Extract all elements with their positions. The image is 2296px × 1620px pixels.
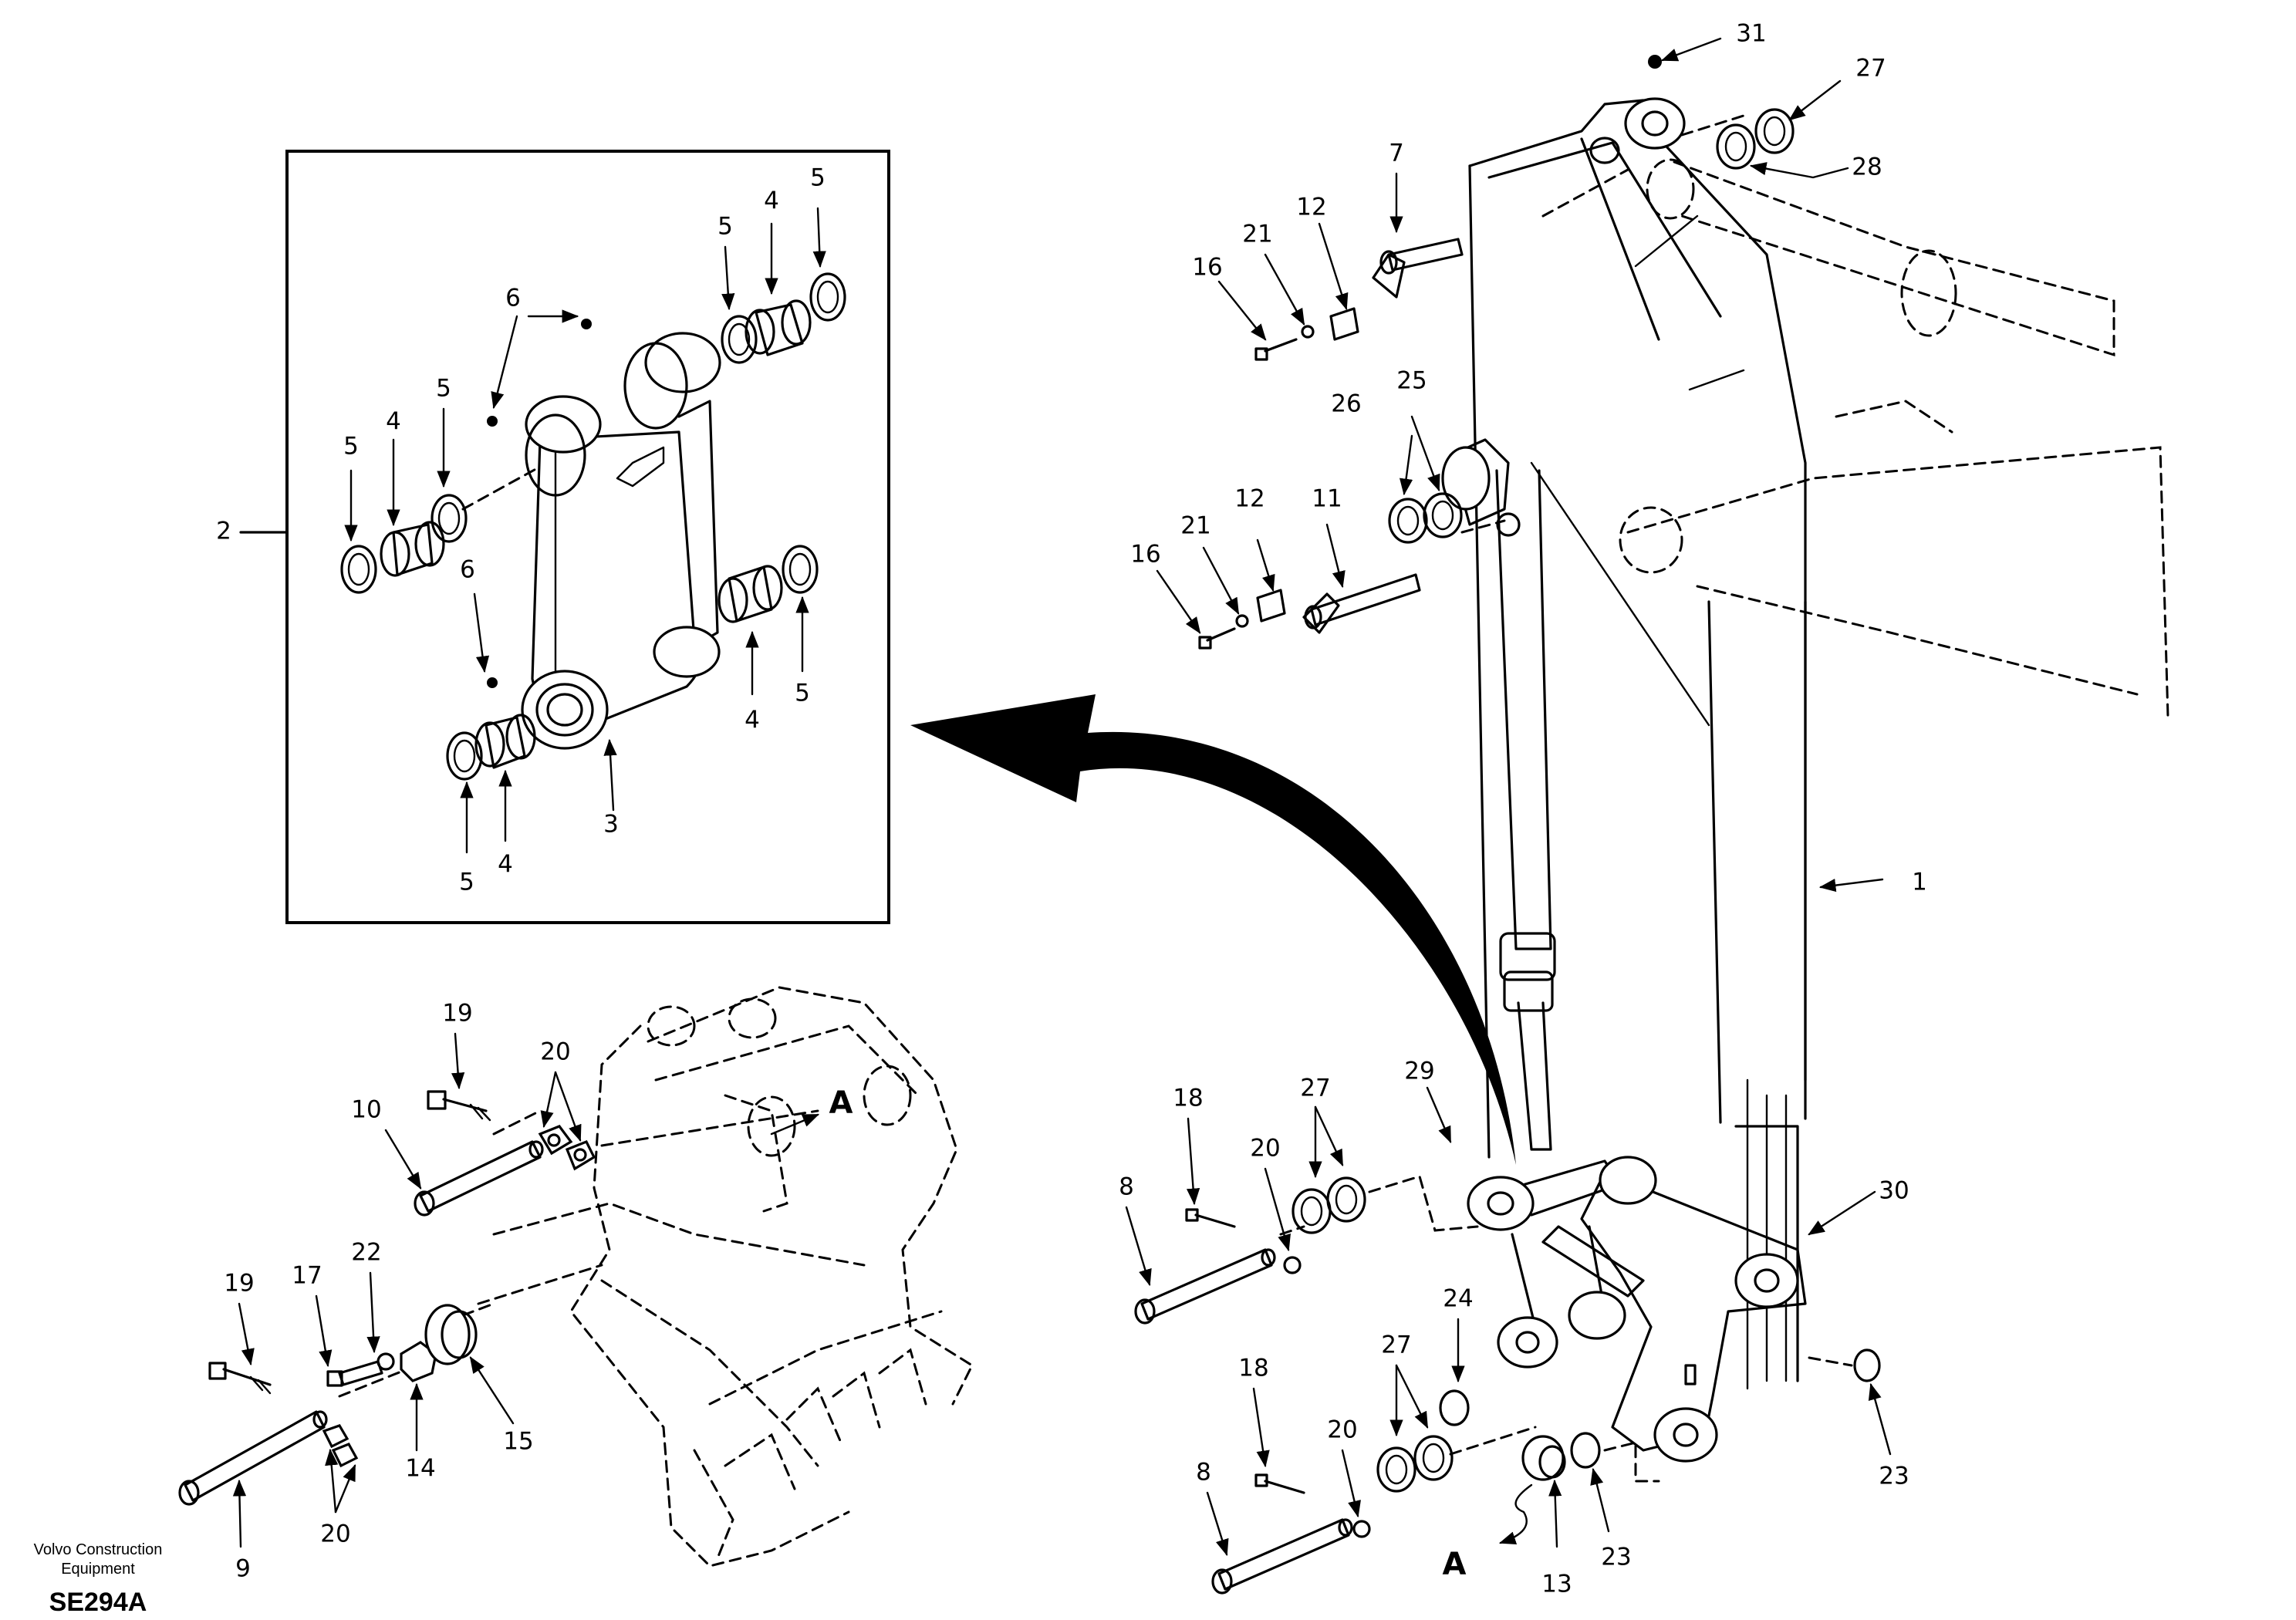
callout-12: 12 bbox=[1296, 194, 1326, 221]
bucket-pins bbox=[178, 1090, 596, 1506]
callout-11: 11 bbox=[1312, 485, 1342, 513]
callout-12: 12 bbox=[1234, 485, 1264, 513]
brand-line-2: Equipment bbox=[61, 1561, 135, 1578]
callout-8: 8 bbox=[1196, 1459, 1211, 1487]
callout-22: 22 bbox=[351, 1239, 381, 1267]
callout-20: 20 bbox=[1250, 1135, 1280, 1163]
callout-23: 23 bbox=[1601, 1544, 1631, 1571]
callout-27: 27 bbox=[1381, 1331, 1411, 1359]
view-marker-a: A bbox=[1443, 1547, 1467, 1582]
callout-21: 21 bbox=[1180, 512, 1210, 540]
callout-28: 28 bbox=[1852, 154, 1882, 181]
callout-6: 6 bbox=[505, 285, 521, 312]
callout-14: 14 bbox=[405, 1455, 435, 1483]
callout-1: 1 bbox=[1912, 869, 1927, 896]
callout-20: 20 bbox=[1327, 1416, 1357, 1444]
callout-17: 17 bbox=[292, 1262, 322, 1290]
callout-31: 31 bbox=[1736, 20, 1766, 48]
callout-16: 16 bbox=[1192, 254, 1222, 282]
callout-20: 20 bbox=[320, 1520, 350, 1548]
callout-2: 2 bbox=[216, 518, 231, 545]
callout-numbers: 1 7 11 12 12 16 16 21 21 25 26 27 28 31 … bbox=[224, 20, 1927, 1598]
callout-18: 18 bbox=[1238, 1355, 1268, 1382]
link-drawing bbox=[487, 319, 721, 750]
callout-7: 7 bbox=[1389, 140, 1404, 167]
curved-arrow-to-inset bbox=[910, 694, 1516, 1165]
callout-19: 19 bbox=[442, 1000, 472, 1028]
footer: Volvo Construction Equipment SE294A bbox=[34, 1541, 163, 1617]
callout-18: 18 bbox=[1173, 1085, 1203, 1112]
callout-16: 16 bbox=[1130, 541, 1160, 569]
callout-25: 25 bbox=[1396, 367, 1427, 395]
arm-assembly bbox=[1198, 55, 2169, 1390]
callout-6: 6 bbox=[460, 556, 475, 584]
callout-4: 4 bbox=[745, 707, 760, 734]
callout-leaders bbox=[232, 37, 1892, 1557]
callout-5: 5 bbox=[459, 869, 474, 896]
callout-5: 5 bbox=[436, 375, 451, 403]
link-assembly-inset: 2 3 4 4 4 4 5 5 5 5 5 5 6 6 bbox=[216, 150, 890, 924]
view-marker-a: A bbox=[829, 1085, 853, 1121]
callout-24: 24 bbox=[1443, 1285, 1473, 1313]
callout-10: 10 bbox=[351, 1096, 381, 1124]
callout-9: 9 bbox=[235, 1555, 251, 1583]
callout-4: 4 bbox=[386, 408, 401, 436]
callout-4: 4 bbox=[764, 187, 779, 215]
callout-13: 13 bbox=[1541, 1571, 1572, 1598]
bucket-linkage bbox=[1134, 1156, 1881, 1595]
callout-29: 29 bbox=[1404, 1058, 1434, 1085]
callout-4: 4 bbox=[498, 851, 513, 879]
callout-27: 27 bbox=[1855, 55, 1886, 83]
callout-23: 23 bbox=[1879, 1463, 1909, 1490]
callout-5: 5 bbox=[795, 680, 810, 707]
callout-26: 26 bbox=[1331, 390, 1361, 418]
callout-5: 5 bbox=[718, 213, 733, 241]
drawing-code: SE294A bbox=[49, 1588, 147, 1617]
callout-3: 3 bbox=[603, 811, 619, 839]
callout-27: 27 bbox=[1300, 1075, 1330, 1102]
callout-19: 19 bbox=[224, 1270, 254, 1298]
callout-5: 5 bbox=[810, 164, 826, 192]
bucket-assembly bbox=[338, 986, 974, 1568]
callout-5: 5 bbox=[343, 433, 359, 461]
callout-20: 20 bbox=[540, 1038, 570, 1066]
callout-30: 30 bbox=[1879, 1177, 1909, 1205]
callout-8: 8 bbox=[1119, 1173, 1134, 1201]
callout-15: 15 bbox=[503, 1428, 533, 1456]
callout-21: 21 bbox=[1242, 221, 1272, 248]
brand-line-1: Volvo Construction bbox=[34, 1541, 163, 1558]
